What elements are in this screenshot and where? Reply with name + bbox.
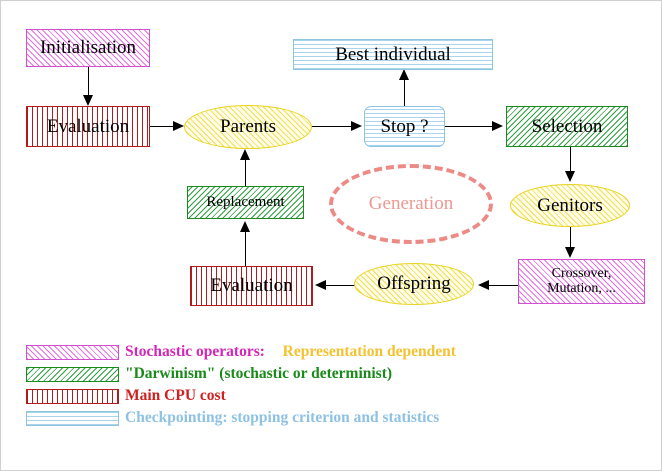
edge-initialisation-to-evaluation — [88, 67, 89, 97]
node-genitors-label: Genitors — [537, 194, 603, 216]
node-generation-label: Generation — [368, 193, 454, 214]
node-replacement[interactable]: Replacement — [187, 186, 304, 219]
node-selection-label: Selection — [531, 115, 603, 137]
node-stop[interactable]: Stop ? — [364, 106, 445, 147]
arrowhead-replacement-to-parents — [240, 149, 250, 160]
edge-evaluation-to-replacement — [245, 229, 246, 267]
node-evaluation-bottom-label: Evaluation — [210, 275, 293, 297]
arrowhead-offspring-to-evaluation — [315, 280, 326, 290]
arrowhead-evaluation-to-parents — [173, 121, 184, 131]
node-initialisation[interactable]: Initialisation — [26, 29, 150, 67]
arrowhead-stop-to-best-individual — [399, 69, 409, 80]
node-best-individual-label: Best individual — [335, 43, 451, 65]
edge-replacement-to-parents — [245, 159, 246, 187]
legend-label-stochastic-main: Stochastic operators: — [125, 343, 265, 360]
node-genitors[interactable]: Genitors — [510, 184, 630, 227]
legend-swatch-magenta-diagonal-hatch-icon — [26, 344, 119, 360]
legend-row-stochastic: Stochastic operators: Representation dep… — [1, 341, 661, 363]
node-selection[interactable]: Selection — [506, 106, 628, 147]
arrowhead-evaluation-to-replacement — [240, 221, 250, 232]
legend-label-checkpointing: Checkpointing: stopping criterion and st… — [125, 409, 440, 426]
arrowhead-parents-to-stop — [351, 121, 362, 131]
arrowhead-selection-to-genitors — [565, 171, 575, 182]
node-initialisation-label: Initialisation — [39, 37, 137, 59]
node-evaluation-top[interactable]: Evaluation — [26, 106, 150, 147]
edge-stop-to-best-individual — [404, 73, 405, 106]
node-stop-label: Stop ? — [380, 115, 429, 137]
edge-genitors-to-crossover — [570, 227, 571, 249]
arrowhead-genitors-to-crossover — [565, 247, 575, 258]
node-offspring[interactable]: Offspring — [354, 263, 474, 305]
edge-offspring-to-evaluation — [326, 285, 356, 286]
legend-swatch-green-diagonal-hatch-icon — [26, 366, 119, 382]
node-evaluation-top-label: Evaluation — [46, 115, 130, 137]
arrowhead-crossover-to-offspring — [478, 280, 489, 290]
legend-swatch-blue-horizontal-hatch-icon — [26, 410, 119, 426]
node-generation-group: Generation — [329, 164, 493, 244]
edge-evaluation-to-parents — [150, 126, 176, 127]
legend-row-checkpointing: Checkpointing: stopping criterion and st… — [1, 407, 661, 429]
edge-crossover-to-offspring — [488, 285, 518, 286]
node-replacement-label: Replacement — [206, 193, 285, 210]
edge-selection-to-genitors — [570, 147, 571, 173]
node-crossover-mutation[interactable]: Crossover, Mutation, ... — [518, 259, 645, 304]
arrowhead-initialisation-to-evaluation — [83, 95, 93, 106]
node-evaluation-bottom[interactable]: Evaluation — [190, 266, 313, 306]
legend-label-darwinism: "Darwinism" (stochastic or determinist) — [125, 365, 393, 382]
node-best-individual[interactable]: Best individual — [293, 39, 493, 70]
legend-row-cpu-cost: Main CPU cost — [1, 385, 661, 407]
node-parents-label: Parents — [220, 116, 276, 138]
legend-label-cpu-cost: Main CPU cost — [125, 387, 226, 404]
legend-swatch-red-vertical-hatch-icon — [26, 388, 119, 404]
legend-row-darwinism: "Darwinism" (stochastic or determinist) — [1, 363, 661, 385]
legend-label-stochastic-secondary: Representation dependent — [282, 343, 456, 360]
edge-stop-to-selection — [445, 126, 493, 127]
node-crossover-line2: Mutation, ... — [547, 280, 616, 296]
legend-label-stochastic: Stochastic operators: Representation dep… — [125, 343, 456, 361]
node-crossover-line1: Crossover, — [551, 265, 612, 281]
legend: Stochastic operators: Representation dep… — [1, 341, 661, 429]
edge-parents-to-stop — [312, 126, 352, 127]
arrowhead-stop-to-selection — [492, 121, 503, 131]
node-parents[interactable]: Parents — [184, 105, 312, 149]
node-offspring-label: Offspring — [377, 273, 451, 295]
